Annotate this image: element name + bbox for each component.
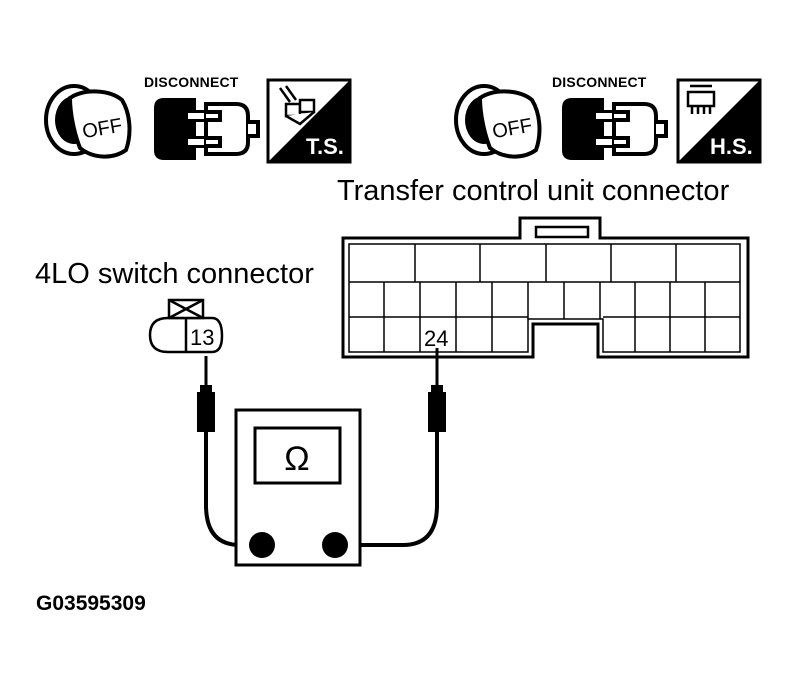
disconnect-label: DISCONNECT — [144, 74, 239, 90]
ignition-key-icon: OFF — [44, 84, 132, 159]
left-probe — [197, 356, 262, 547]
ts-badge-icon: T.S. — [266, 78, 352, 164]
ignition-key-icon: OFF — [454, 84, 542, 159]
ohm-symbol: Ω — [284, 440, 309, 478]
switch-connector-title: 4LO switch connector — [35, 258, 314, 290]
figure-code: G03595309 — [36, 592, 146, 615]
switch-connector — [148, 298, 224, 354]
hs-badge-text: H.S. — [710, 134, 753, 159]
left-icon-group: OFF DISCONNECT T.S. — [40, 70, 352, 170]
pin-13-label: 13 — [190, 325, 214, 350]
right-icon-group: OFF DISCONNECT H.S. — [450, 70, 770, 170]
disconnect-label: DISCONNECT — [552, 74, 647, 90]
connector-disconnect-icon — [562, 98, 668, 160]
pin-24-label: 24 — [424, 326, 448, 351]
hs-badge-icon: H.S. — [676, 78, 762, 164]
ohmmeter — [234, 408, 362, 567]
ts-badge-text: T.S. — [306, 134, 344, 159]
transfer-connector-title: Transfer control unit connector — [337, 175, 730, 207]
connector-disconnect-icon — [154, 98, 260, 160]
transfer-connector — [341, 216, 750, 359]
right-probe — [335, 348, 446, 547]
